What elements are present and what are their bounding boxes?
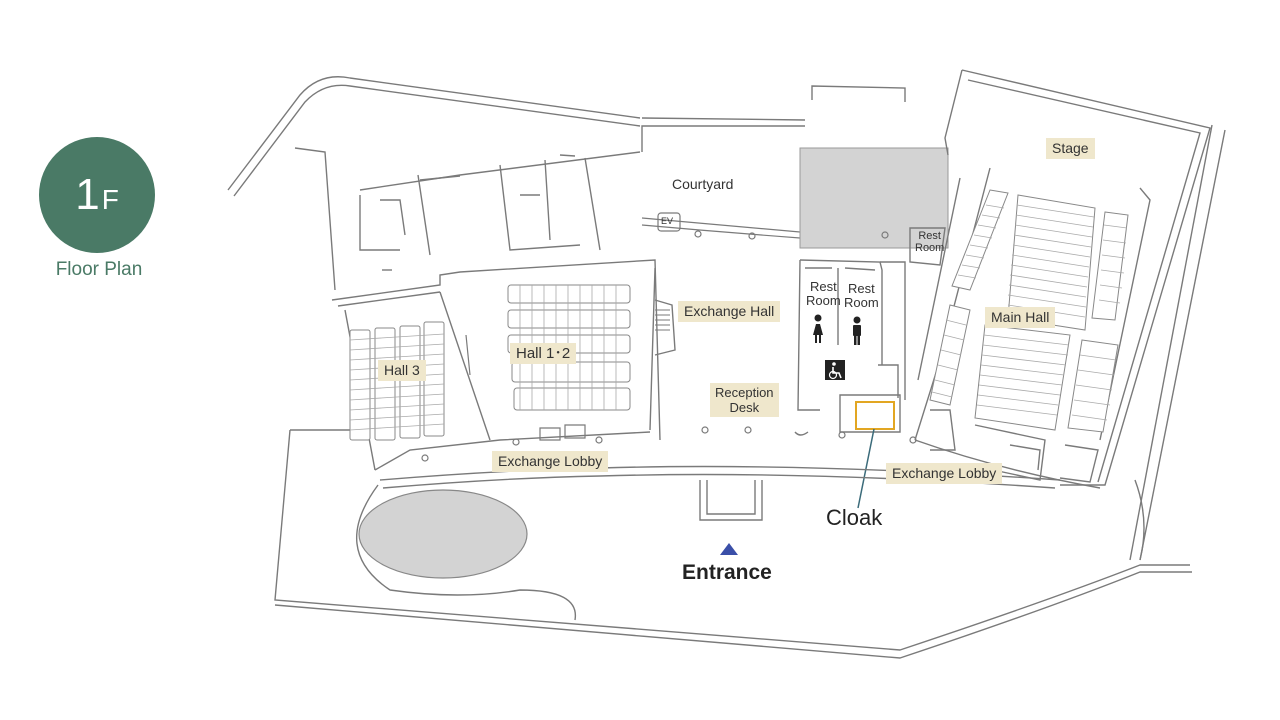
rest-room-2-line-2: Room [844, 295, 879, 310]
courtyard-walls [641, 212, 801, 239]
rest-room-1-line-1: Rest [809, 279, 837, 294]
male-restroom-icon [853, 316, 861, 345]
cloak-label: Cloak [826, 505, 883, 530]
cloak-highlight [855, 401, 895, 430]
main-hall-seats [929, 189, 1129, 433]
entrance-label: Entrance [682, 561, 772, 584]
rest-room-1-line-2: Room [806, 293, 841, 308]
hall-1-2-label: Hall 1･2 [510, 343, 577, 364]
rest-room-3-line-1: Rest [918, 230, 941, 242]
stage-label: Stage [1046, 138, 1095, 159]
left-stairs [655, 309, 670, 331]
hall-3-label: Hall 3 [378, 360, 426, 381]
exchange-hall-label: Exchange Hall [678, 301, 781, 322]
reception-desk-label: Reception Desk [710, 383, 779, 417]
ev-box [657, 212, 681, 232]
floor-unit: F [101, 184, 119, 215]
rest-room-1-label: Rest Room [806, 280, 841, 308]
rest-room-3-label: Rest Room [915, 230, 944, 254]
central-pillars [421, 230, 917, 462]
reception-desk-line-2: Desk [729, 400, 760, 415]
gray-roof-area [799, 147, 949, 249]
rest-room-2-label: Rest Room [844, 282, 879, 310]
pond [358, 489, 528, 579]
exchange-lobby-right-label: Exchange Lobby [886, 463, 1003, 484]
entrance-arrow-icon [720, 543, 738, 555]
ev-label: EV [661, 216, 674, 226]
hall-1-2-details [465, 334, 586, 441]
rest-room-3-line-2: Room [915, 242, 945, 254]
rest-room-block [794, 227, 946, 436]
floor-plan-title: Floor Plan [55, 259, 143, 280]
main-hall-seat-rows [931, 204, 1128, 421]
floor-badge: 1 F [39, 137, 155, 253]
wheelchair-icon [825, 360, 845, 380]
reception-desk-line-1: Reception [715, 385, 774, 400]
hall-3-seats [349, 321, 445, 441]
floor-number: 1 [75, 170, 100, 219]
cloak-pointer [857, 428, 875, 509]
female-restroom-icon [813, 314, 823, 343]
rest-room-2-line-1: Rest [847, 281, 875, 296]
exchange-lobby-left-label: Exchange Lobby [492, 451, 609, 472]
outer-site-outline [227, 76, 1226, 659]
main-hall-label: Main Hall [985, 307, 1056, 328]
courtyard-label: Courtyard [672, 176, 734, 192]
